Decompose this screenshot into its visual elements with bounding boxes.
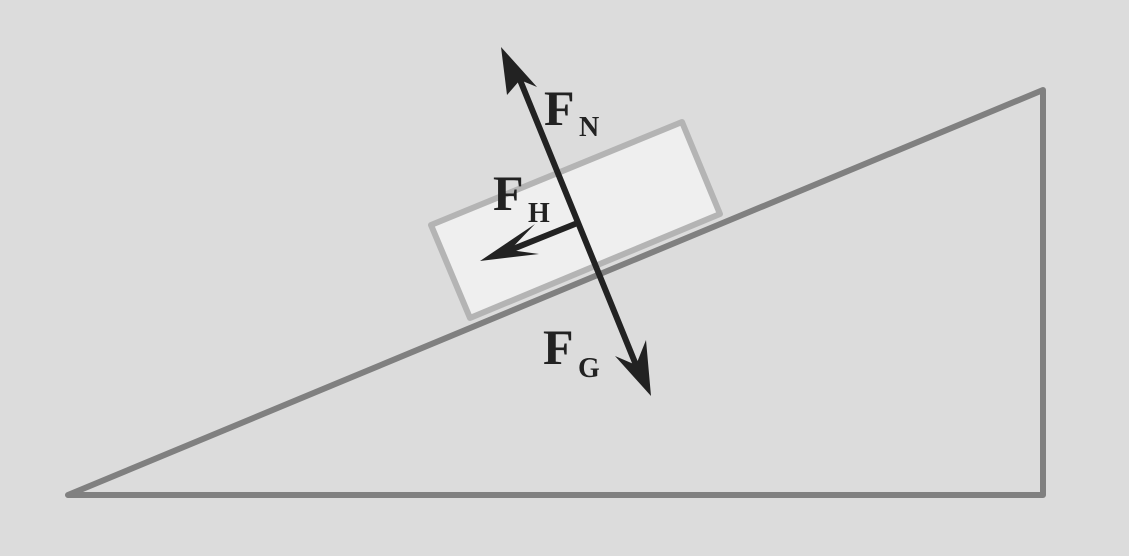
gravity-force-label-main: F: [543, 319, 574, 375]
downhill-force-label-main: F: [493, 165, 524, 221]
downhill-force-line: [505, 221, 578, 254]
normal-force-label-sub: N: [579, 112, 599, 143]
gravity-force-arrowhead: [615, 340, 651, 396]
gravity-force-label-sub: G: [578, 353, 600, 384]
downhill-force-label-sub: H: [528, 198, 550, 229]
normal-force-label-main: F: [544, 80, 575, 136]
incline-triangle: [65, 87, 1046, 498]
downhill-force-label: F H: [493, 165, 550, 229]
normal-force-arrowhead: [501, 47, 537, 95]
normal-force-label: F N: [544, 80, 599, 143]
gravity-force-label: F G: [543, 319, 600, 384]
force-axis-line: [517, 77, 639, 368]
downhill-force-arrowhead: [480, 224, 539, 261]
